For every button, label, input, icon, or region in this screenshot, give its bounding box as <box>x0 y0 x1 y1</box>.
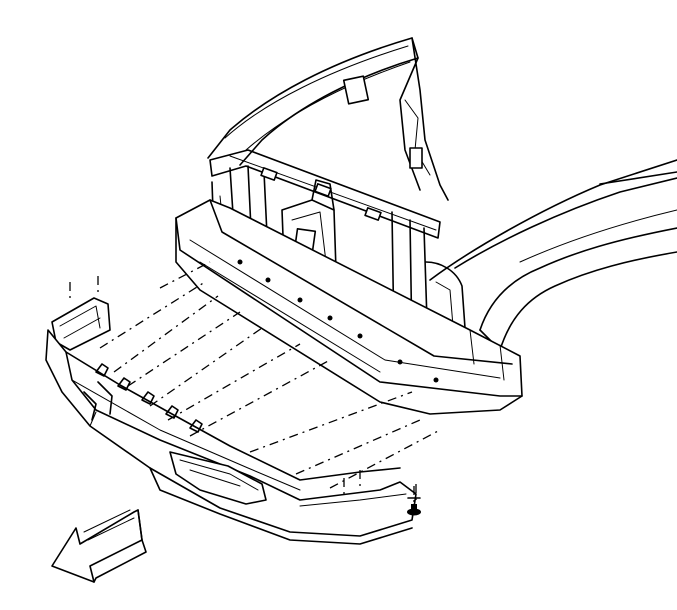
radiator-support <box>207 37 467 357</box>
fender-panel <box>429 159 677 351</box>
alignment-lines <box>69 261 441 506</box>
push-pin-retainer <box>407 486 421 516</box>
bumper-impact-bar <box>175 199 523 415</box>
fascia-clips <box>95 363 203 433</box>
side-bracket <box>51 297 111 351</box>
impact-bar-holes <box>237 259 439 383</box>
bumper-fascia <box>45 329 417 545</box>
vehicle-front-arrow-icon <box>51 509 147 583</box>
